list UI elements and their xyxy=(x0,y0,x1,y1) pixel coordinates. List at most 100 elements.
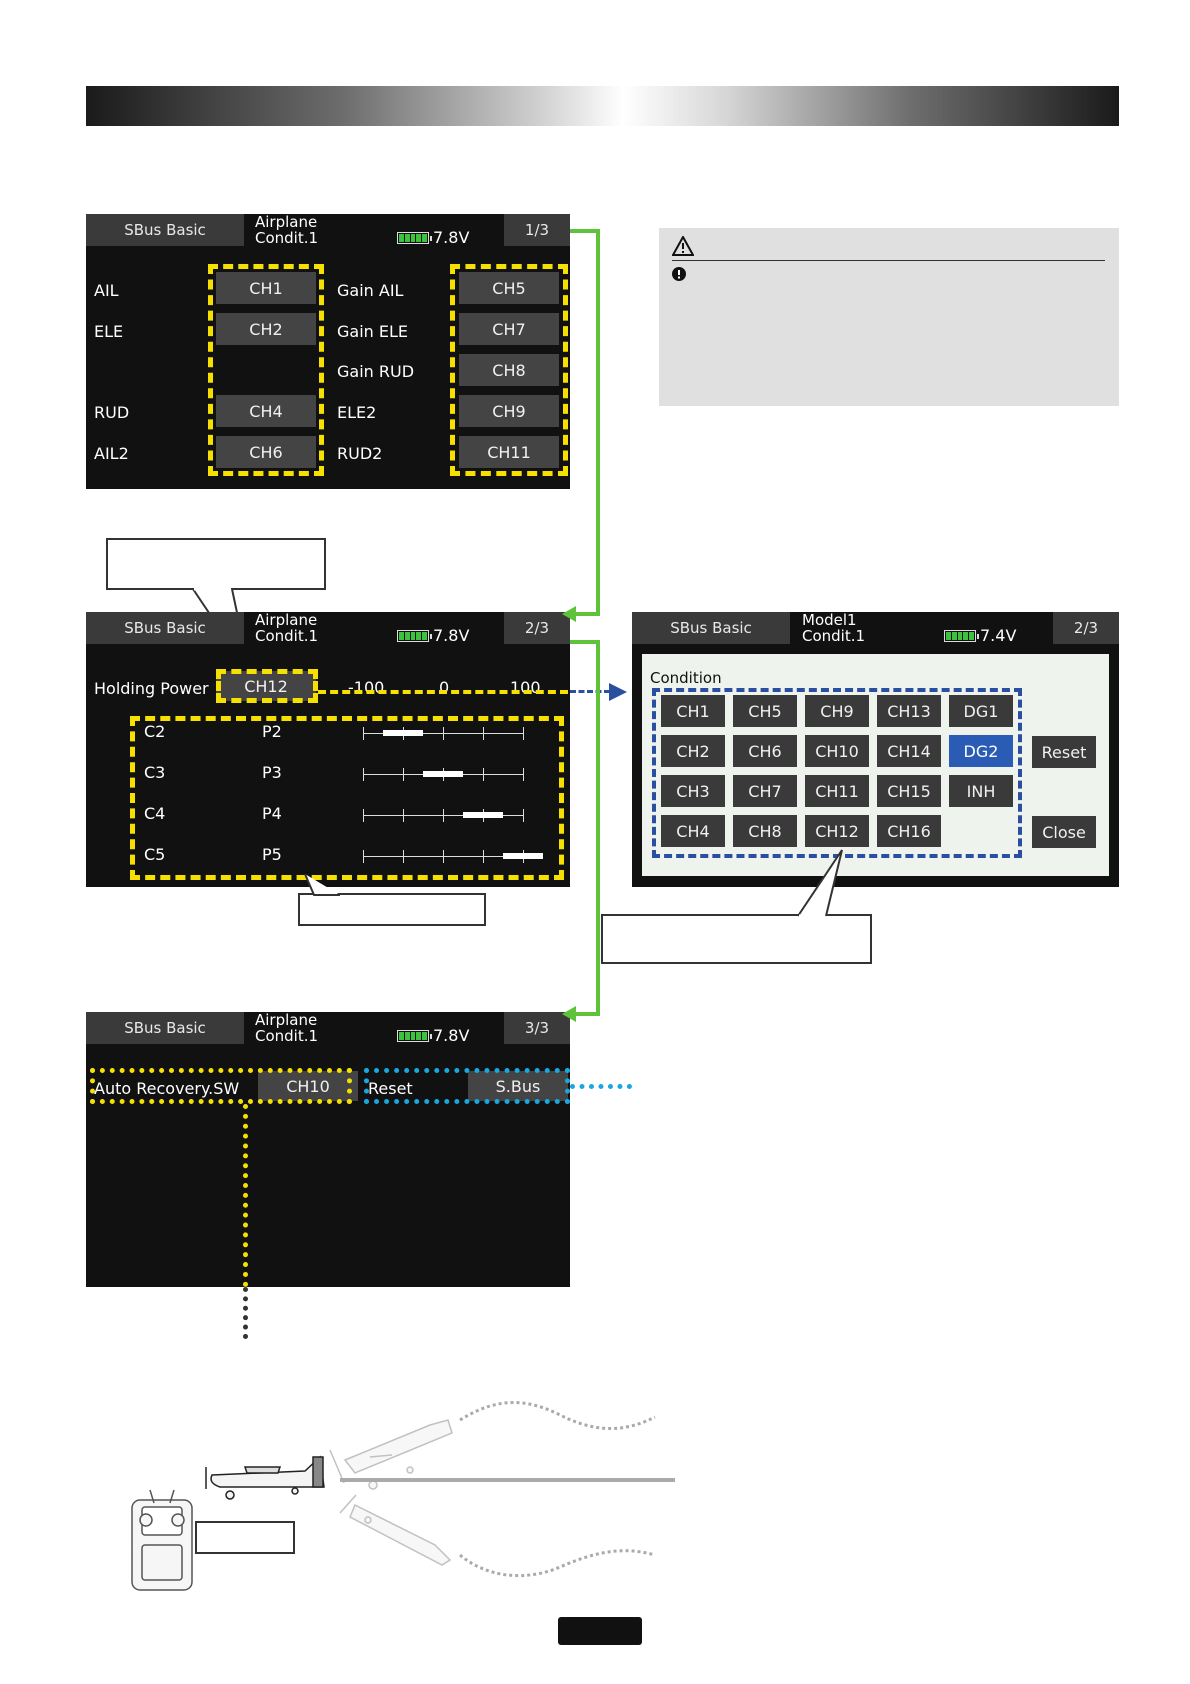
holding-power-button[interactable]: CH12 xyxy=(216,671,316,701)
label-ail: AIL xyxy=(94,281,119,300)
condition-option-button[interactable]: CH10 xyxy=(805,735,869,767)
condition-name: Condit.1 xyxy=(802,627,866,645)
position-row-channel: C3 xyxy=(144,763,166,782)
auto-recovery-switch-button[interactable]: CH10 xyxy=(258,1071,358,1101)
battery-indicator: 7.8V xyxy=(397,1026,469,1045)
ail2-channel-button[interactable]: CH6 xyxy=(216,436,316,468)
page-indicator[interactable]: 2/3 xyxy=(504,612,570,644)
label-gain-rud: Gain RUD xyxy=(337,362,415,381)
condition-option-button[interactable]: CH3 xyxy=(661,775,725,807)
position-indicator xyxy=(383,730,423,736)
condition-option-button[interactable]: CH8 xyxy=(733,815,797,847)
position-row-point: P2 xyxy=(262,722,282,741)
position-tick xyxy=(523,768,524,781)
reset-button[interactable]: Reset xyxy=(1032,736,1096,768)
model-type: Airplane xyxy=(255,213,318,231)
battery-voltage: 7.4V xyxy=(980,626,1017,645)
gain-ail-channel-button[interactable]: CH5 xyxy=(459,272,559,304)
position-row-channel: C5 xyxy=(144,845,166,864)
condition-option-button[interactable]: CH15 xyxy=(877,775,941,807)
gain-ele-channel-button[interactable]: CH7 xyxy=(459,313,559,345)
model-name: Airplane Condit.1 xyxy=(255,214,318,246)
reset-label: Reset xyxy=(368,1079,413,1098)
model-name: Airplane Condit.1 xyxy=(255,612,318,644)
condition-option-button[interactable]: CH9 xyxy=(805,695,869,727)
battery-voltage: 7.8V xyxy=(433,1026,470,1045)
page-indicator[interactable]: 3/3 xyxy=(504,1012,570,1044)
exclamation-circle-icon xyxy=(672,267,686,281)
callout-position-list xyxy=(298,893,486,926)
condition-option-button[interactable]: CH12 xyxy=(805,815,869,847)
screen-header: SBus Basic Airplane Condit.1 7.8V 3/3 xyxy=(86,1012,570,1045)
label-gain-ele: Gain ELE xyxy=(337,322,409,341)
position-tick xyxy=(523,727,524,740)
ele-channel-button[interactable]: CH2 xyxy=(216,313,316,345)
page-flow-connector xyxy=(562,229,600,1022)
scale-max: 100 xyxy=(510,678,541,697)
rud2-channel-button[interactable]: CH11 xyxy=(459,436,559,468)
auto-recovery-label: Auto Recovery.SW xyxy=(94,1079,240,1098)
condition-option-button[interactable]: CH1 xyxy=(661,695,725,727)
gain-rud-channel-button[interactable]: CH8 xyxy=(459,354,559,386)
position-tick xyxy=(443,809,444,822)
condition-option-button[interactable]: CH6 xyxy=(733,735,797,767)
condition-name: Condit.1 xyxy=(255,627,319,645)
battery-icon xyxy=(397,629,432,642)
callout-pointer xyxy=(797,849,843,918)
highlight-left-channels xyxy=(208,264,324,476)
dark-leader-down xyxy=(243,1287,248,1339)
position-tick xyxy=(363,768,364,781)
condition-option-button[interactable]: CH13 xyxy=(877,695,941,727)
sbus-basic-screen-page1: SBus Basic Airplane Condit.1 7.8V 1/3 AI… xyxy=(86,214,570,489)
position-tick xyxy=(403,850,404,863)
holding-power-label: Holding Power xyxy=(94,679,209,698)
page-indicator[interactable]: 2/3 xyxy=(1053,612,1119,644)
condition-option-button[interactable]: CH2 xyxy=(661,735,725,767)
page-indicator[interactable]: 1/3 xyxy=(504,214,570,246)
condition-option-button[interactable]: CH4 xyxy=(661,815,725,847)
ele2-channel-button[interactable]: CH9 xyxy=(459,395,559,427)
yellow-leader-down xyxy=(243,1104,248,1287)
condition-name: Condit.1 xyxy=(255,229,319,247)
screen-header: SBus Basic Model1 Condit.1 7.4V 2/3 xyxy=(632,612,1119,645)
scale-min: -100 xyxy=(348,678,385,697)
position-tick xyxy=(403,768,404,781)
position-indicator xyxy=(463,812,503,818)
model-name: Model1 Condit.1 xyxy=(802,612,865,644)
sbus-basic-tab[interactable]: SBus Basic xyxy=(86,612,244,644)
callout-holding-power xyxy=(106,538,326,590)
model-type: Airplane xyxy=(255,611,318,629)
position-tick xyxy=(483,768,484,781)
condition-option-button[interactable]: INH xyxy=(949,775,1013,807)
highlight-right-channels xyxy=(450,264,568,476)
sbus-basic-tab[interactable]: SBus Basic xyxy=(86,1012,244,1044)
condition-option-button[interactable]: CH11 xyxy=(805,775,869,807)
condition-option-button[interactable]: CH14 xyxy=(877,735,941,767)
position-tick xyxy=(523,809,524,822)
close-button[interactable]: Close xyxy=(1032,816,1096,848)
condition-option-button[interactable]: CH16 xyxy=(877,815,941,847)
sbus-basic-tab[interactable]: SBus Basic xyxy=(632,612,790,644)
recovery-illustration xyxy=(131,1401,675,1591)
reset-mode-button[interactable]: S.Bus xyxy=(468,1071,568,1101)
condition-name: Condit.1 xyxy=(255,1027,319,1045)
section-header-bar xyxy=(86,86,1119,126)
battery-indicator: 7.8V xyxy=(397,228,469,247)
condition-option-button[interactable]: DG1 xyxy=(949,695,1013,727)
warning-divider xyxy=(672,260,1105,261)
condition-option-button[interactable]: CH7 xyxy=(733,775,797,807)
ail-channel-button[interactable]: CH1 xyxy=(216,272,316,304)
condition-option-button[interactable]: DG2 xyxy=(949,735,1013,767)
condition-option-button[interactable]: CH5 xyxy=(733,695,797,727)
sbus-basic-tab[interactable]: SBus Basic xyxy=(86,214,244,246)
battery-indicator: 7.4V xyxy=(944,626,1016,645)
highlight-holding-power xyxy=(216,669,318,703)
screen-header: SBus Basic Airplane Condit.1 7.8V 1/3 xyxy=(86,214,570,247)
rud-channel-button[interactable]: CH4 xyxy=(216,395,316,427)
callout-condition-grid xyxy=(601,914,872,964)
position-tick xyxy=(483,850,484,863)
label-rud: RUD xyxy=(94,403,130,422)
callout-transmitter xyxy=(195,1521,295,1554)
position-tick xyxy=(363,727,364,740)
